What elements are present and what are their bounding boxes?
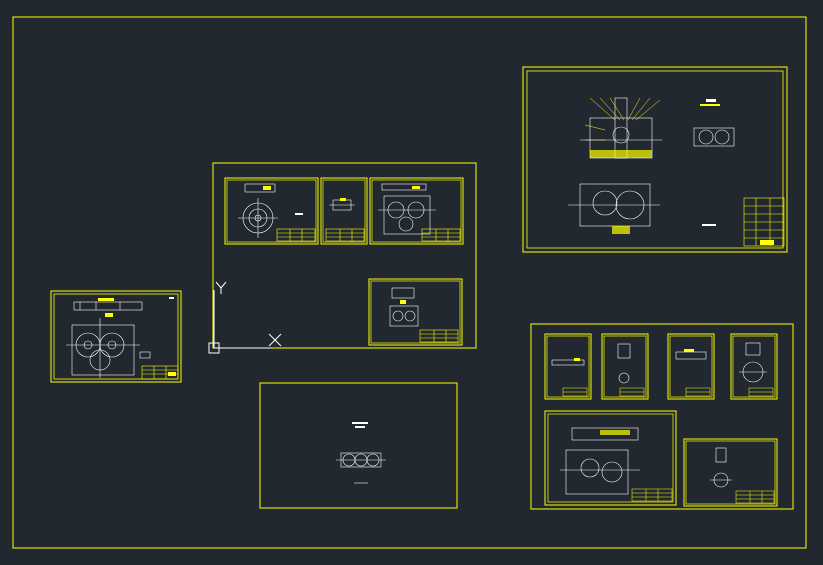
sheet-br-6[interactable] (683, 438, 778, 507)
sheet-br-4[interactable] (730, 333, 778, 400)
ucs-icon (208, 281, 282, 354)
sheet-br-5[interactable] (544, 410, 677, 506)
sheet-mid-1[interactable] (224, 177, 319, 245)
sheet-br-1[interactable] (544, 333, 592, 400)
sheet-mid-3[interactable] (369, 177, 464, 245)
sheet-br-2[interactable] (601, 333, 649, 400)
sheet-mid-4[interactable] (368, 278, 463, 346)
sheet-assembly-top-right[interactable] (522, 66, 788, 253)
sheet-group-bottom-right[interactable] (530, 323, 794, 510)
sheet-assembly-left[interactable] (50, 290, 182, 383)
sheet-group-middle[interactable] (212, 162, 477, 349)
sheet-mid-2[interactable] (320, 177, 368, 245)
sheet-bottom-center[interactable] (259, 382, 458, 509)
outer-border[interactable] (12, 16, 807, 549)
sheet-br-3[interactable] (667, 333, 715, 400)
